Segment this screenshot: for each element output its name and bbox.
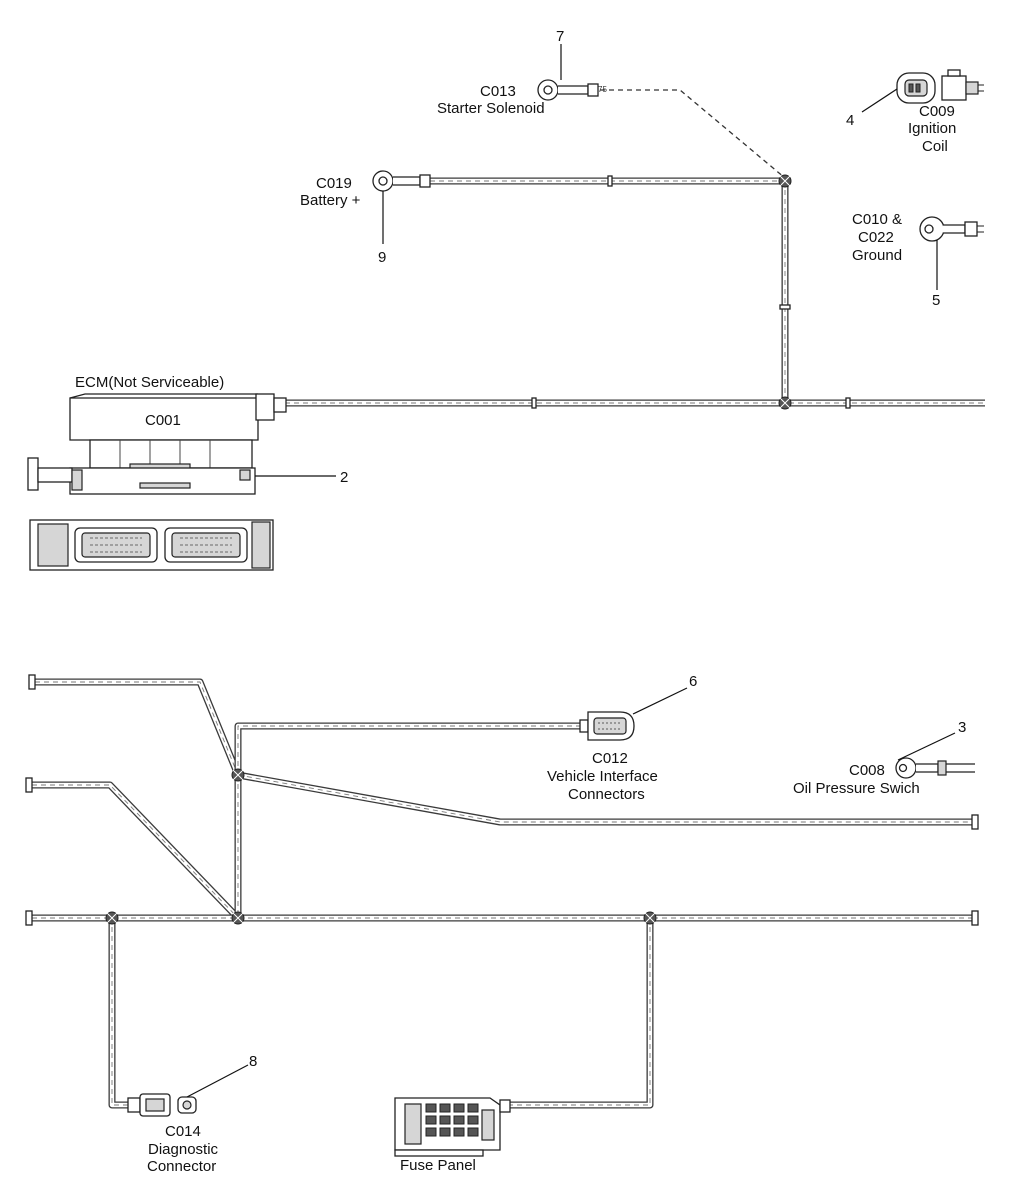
vehicle-name-1: Vehicle Interface	[547, 768, 658, 785]
ecm-connector-view	[29, 519, 274, 571]
ground-name: Ground	[852, 247, 902, 264]
ground-terminal	[919, 216, 984, 242]
starter-code: C013	[480, 83, 516, 100]
starter-solenoid-terminal	[537, 79, 599, 101]
callout-6: 6	[689, 673, 697, 690]
ignition-coil-connector	[896, 69, 984, 104]
callout-8: 8	[249, 1053, 257, 1070]
ecm-title: ECM(Not Serviceable)	[75, 374, 224, 391]
oil-code: C008	[849, 762, 885, 779]
callout-7: 7	[556, 28, 564, 45]
oil-pressure-terminal	[895, 757, 975, 779]
callout-3: 3	[958, 719, 966, 736]
callout-9: 9	[378, 249, 386, 266]
starter-branch-length: 75	[598, 85, 607, 94]
starter-name: Starter Solenoid	[437, 100, 545, 117]
ignition-code: C009	[919, 103, 955, 120]
battery-code: C019	[316, 175, 352, 192]
battery-terminal	[372, 170, 431, 192]
ignition-name-2: Coil	[922, 138, 948, 155]
top-harness: 75	[285, 85, 985, 410]
fuse-name: Fuse Panel	[400, 1157, 476, 1174]
fuse-panel	[394, 1097, 511, 1157]
diag-name-2: Connector	[147, 1158, 216, 1175]
battery-name: Battery +	[300, 192, 361, 209]
vehicle-code: C012	[592, 750, 628, 767]
callout-numbers: 7 4 9 5 2 6 3 8	[249, 28, 966, 1070]
callout-2: 2	[340, 469, 348, 486]
ground-code-2: C022	[858, 229, 894, 246]
diag-name-1: Diagnostic	[148, 1141, 219, 1158]
ground-code-1: C010 &	[852, 211, 902, 228]
vehicle-interface-connector	[579, 711, 635, 741]
callout-5: 5	[932, 292, 940, 309]
callout-4: 4	[846, 112, 854, 129]
diag-code: C014	[165, 1123, 201, 1140]
vehicle-name-2: Connectors	[568, 786, 645, 803]
ignition-name-1: Ignition	[908, 120, 956, 137]
ecm-module	[27, 393, 287, 495]
diagnostic-connector	[127, 1093, 197, 1117]
bottom-harness	[25, 674, 979, 1109]
oil-name: Oil Pressure Swich	[793, 780, 920, 797]
labels: ECM(Not Serviceable) C001 C013 Starter S…	[75, 83, 956, 1175]
ecm-code: C001	[145, 412, 181, 429]
leader-lines	[186, 44, 956, 1098]
